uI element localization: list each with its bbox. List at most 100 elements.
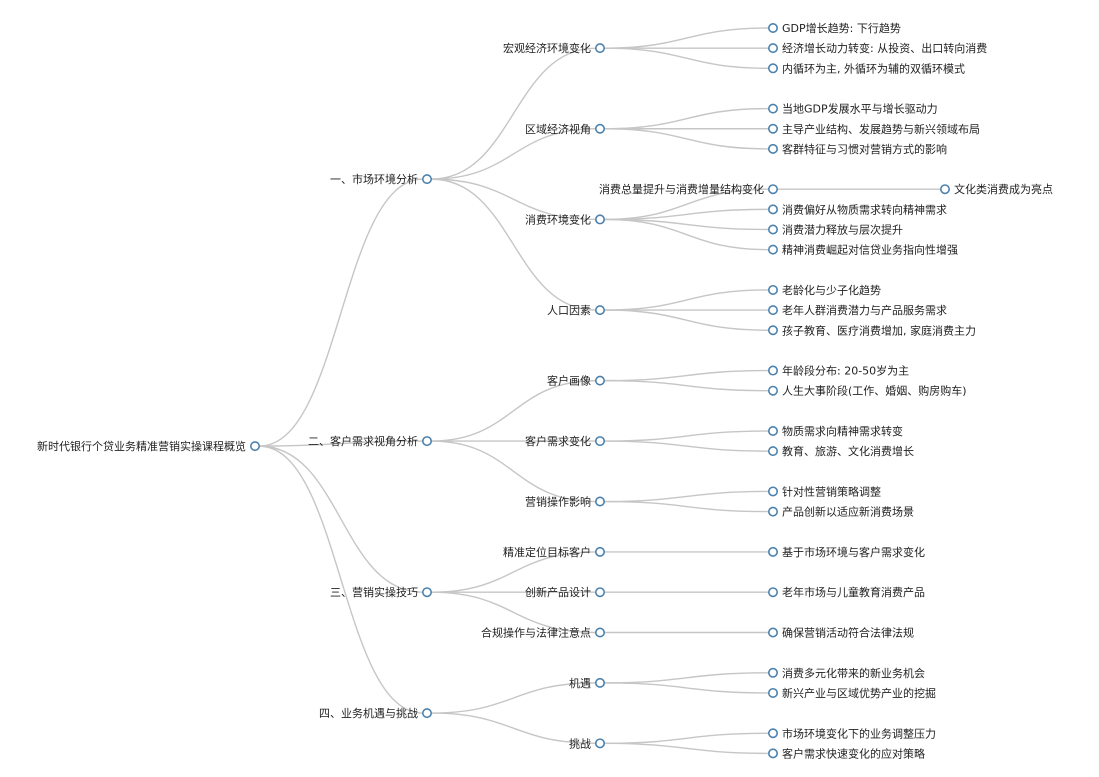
leaf-node-circle[interactable]: [767, 687, 778, 698]
leaf-node-circle[interactable]: [767, 63, 778, 74]
mindmap-node[interactable]: 区域经济视角: [525, 122, 605, 136]
expand-toggle-node[interactable]: [767, 184, 778, 195]
mindmap-link: [604, 218, 769, 231]
mindmap-node[interactable]: 新时代银行个贷业务精准营销实操课程概览: [37, 439, 261, 453]
mindmap-node[interactable]: 老年人群消费潜力与产品服务需求: [767, 303, 947, 317]
expand-toggle-node[interactable]: [594, 546, 605, 557]
mindmap-node[interactable]: 四、业务机遇与挑战: [319, 706, 432, 720]
links-layer: [259, 27, 941, 755]
expand-toggle-node[interactable]: [421, 708, 432, 719]
expand-toggle-node[interactable]: [594, 305, 605, 316]
mindmap-node[interactable]: 基于市场环境与客户需求变化: [767, 545, 925, 559]
mindmap-node[interactable]: 针对性营销策略调整: [767, 484, 881, 498]
expand-toggle-node[interactable]: [594, 587, 605, 598]
expand-toggle-node[interactable]: [250, 441, 261, 452]
expand-toggle-node[interactable]: [421, 436, 432, 447]
leaf-node-circle[interactable]: [767, 667, 778, 678]
expand-toggle-node[interactable]: [594, 677, 605, 688]
mindmap-node[interactable]: 宏观经济环境变化: [503, 41, 605, 55]
mindmap-node[interactable]: 一、市场环境分析: [330, 172, 432, 186]
mindmap-node[interactable]: 机遇: [569, 676, 605, 690]
leaf-node-circle[interactable]: [767, 325, 778, 336]
mindmap-node[interactable]: 消费潜力释放与层次提升: [767, 223, 903, 237]
mindmap-node[interactable]: 年龄段分布: 20-50岁为主: [767, 364, 909, 378]
mindmap-link: [431, 551, 596, 593]
mindmap-node[interactable]: 消费环境变化: [525, 212, 605, 226]
mindmap-node[interactable]: 消费多元化带来的新业务机会: [767, 666, 925, 680]
mindmap-node[interactable]: 三、营销实操技巧: [330, 585, 432, 599]
mindmap-node[interactable]: 合规操作与法律注意点: [481, 626, 605, 640]
mindmap-node[interactable]: 精准定位目标客户: [503, 545, 605, 559]
node-label: 基于市场环境与客户需求变化: [782, 545, 925, 559]
mindmap-node[interactable]: 文化类消费成为亮点: [939, 182, 1053, 196]
leaf-node-circle[interactable]: [767, 627, 778, 638]
leaf-node-circle[interactable]: [767, 305, 778, 316]
expand-toggle-node[interactable]: [594, 43, 605, 54]
expand-toggle-node[interactable]: [594, 738, 605, 749]
expand-toggle-node[interactable]: [594, 627, 605, 638]
expand-toggle-node[interactable]: [594, 436, 605, 447]
leaf-node-circle[interactable]: [767, 123, 778, 134]
mindmap-node[interactable]: 老龄化与少子化趋势: [767, 283, 881, 297]
mindmap-node[interactable]: 市场环境变化下的业务调整压力: [767, 726, 936, 740]
mindmap-link: [604, 208, 769, 221]
expand-toggle-node[interactable]: [594, 214, 605, 225]
mindmap-node[interactable]: 当地GDP发展水平与增长驱动力: [767, 102, 938, 116]
mindmap-node[interactable]: 产品创新以适应新消费场景: [767, 505, 914, 519]
expand-toggle-node[interactable]: [594, 496, 605, 507]
leaf-node-circle[interactable]: [767, 204, 778, 215]
mindmap-node[interactable]: 客户需求变化: [525, 434, 605, 448]
leaf-node-circle[interactable]: [767, 365, 778, 376]
leaf-node-circle[interactable]: [767, 43, 778, 54]
mindmap-node[interactable]: 精神消费崛起对信贷业务指向性增强: [767, 243, 958, 257]
leaf-node-circle[interactable]: [767, 446, 778, 457]
node-label: 客户需求快速变化的应对策略: [782, 746, 925, 760]
mindmap-node[interactable]: 主导产业结构、发展趋势与新兴领域布局: [767, 122, 980, 136]
leaf-node-circle[interactable]: [767, 546, 778, 557]
mindmap-node[interactable]: 客群特征与习惯对营销方式的影响: [767, 142, 947, 156]
leaf-node-circle[interactable]: [767, 728, 778, 739]
mindmap-node[interactable]: 教育、旅游、文化消费增长: [767, 444, 914, 458]
leaf-node-circle[interactable]: [767, 284, 778, 295]
mindmap-node[interactable]: 消费偏好从物质需求转向精神需求: [767, 202, 947, 216]
mindmap-node[interactable]: 内循环为主, 外循环为辅的双循环模式: [767, 61, 965, 75]
mindmap-node[interactable]: 人生大事阶段(工作、婚姻、购房购车): [767, 384, 967, 398]
node-label: 针对性营销策略调整: [782, 484, 881, 498]
leaf-node-circle[interactable]: [767, 22, 778, 33]
leaf-node-circle[interactable]: [939, 184, 950, 195]
leaf-node-circle[interactable]: [767, 224, 778, 235]
mindmap-node[interactable]: 营销操作影响: [525, 495, 605, 509]
expand-toggle-node[interactable]: [421, 174, 432, 185]
mindmap-node[interactable]: 挑战: [569, 736, 605, 750]
mindmap-node[interactable]: 客户需求快速变化的应对策略: [767, 746, 925, 760]
mindmap-node[interactable]: 经济增长动力转变: 从投资、出口转向消费: [767, 41, 987, 55]
leaf-node-circle[interactable]: [767, 506, 778, 517]
mindmap-node[interactable]: 消费总量提升与消费增量结构变化: [599, 182, 778, 196]
leaf-node-circle[interactable]: [767, 244, 778, 255]
node-label: 客户画像: [547, 374, 591, 388]
mindmap-link: [604, 672, 769, 684]
leaf-node-circle[interactable]: [767, 385, 778, 396]
expand-toggle-node[interactable]: [594, 375, 605, 386]
node-label: 教育、旅游、文化消费增长: [782, 444, 914, 458]
mindmap-node[interactable]: GDP增长趋势: 下行趋势: [767, 21, 901, 35]
mindmap-node[interactable]: 物质需求向精神需求转变: [767, 424, 903, 438]
mindmap-node[interactable]: 创新产品设计: [525, 585, 605, 599]
mindmap-node[interactable]: 老年市场与儿童教育消费产品: [767, 585, 925, 599]
leaf-node-circle[interactable]: [767, 486, 778, 497]
mindmap-node[interactable]: 客户画像: [547, 374, 605, 388]
leaf-node-circle[interactable]: [767, 587, 778, 598]
mindmap-node[interactable]: 孩子教育、医疗消费增加, 家庭消费主力: [767, 323, 976, 337]
leaf-node-circle[interactable]: [767, 143, 778, 154]
mindmap-node[interactable]: 确保营销活动符合法律法规: [767, 626, 914, 640]
mindmap-node[interactable]: 新兴产业与区域优势产业的挖掘: [767, 686, 936, 700]
leaf-node-circle[interactable]: [767, 748, 778, 759]
mindmap-node[interactable]: 二、客户需求视角分析: [308, 434, 432, 448]
mindmap-node[interactable]: 人口因素: [547, 304, 605, 317]
node-label: 主导产业结构、发展趋势与新兴领域布局: [782, 122, 980, 136]
node-label: 年龄段分布: 20-50岁为主: [782, 364, 909, 378]
expand-toggle-node[interactable]: [421, 587, 432, 598]
leaf-node-circle[interactable]: [767, 103, 778, 114]
leaf-node-circle[interactable]: [767, 425, 778, 436]
expand-toggle-node[interactable]: [594, 123, 605, 134]
